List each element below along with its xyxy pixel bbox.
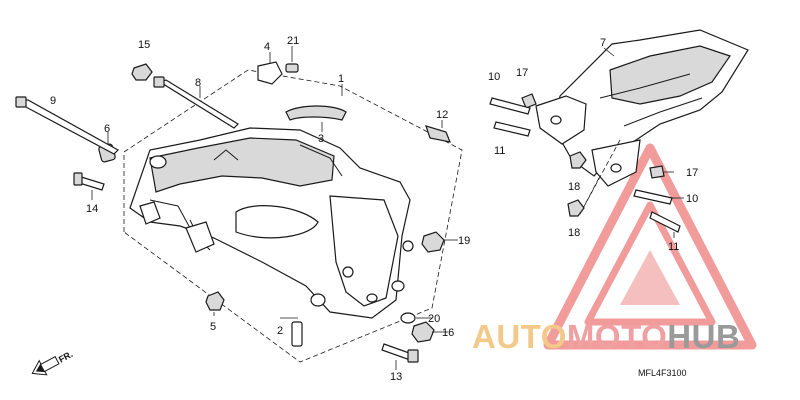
main-frame-boundary xyxy=(123,69,463,363)
callout-1: 1 xyxy=(338,73,344,85)
part-17a-cap xyxy=(521,93,537,109)
part-11a-bolt xyxy=(493,121,531,137)
front-label: FR. xyxy=(57,349,74,365)
callout-9: 9 xyxy=(50,95,56,107)
part-5-nut xyxy=(205,291,225,311)
watermark-triangle-core xyxy=(620,250,680,305)
callout-18a: 18 xyxy=(568,181,580,193)
callout-17a: 17 xyxy=(516,67,528,79)
callout-18b: 18 xyxy=(568,227,580,239)
callout-17b: 17 xyxy=(686,167,698,179)
callout-10a: 10 xyxy=(488,71,500,83)
leader-lines xyxy=(91,46,684,370)
part-20-washer xyxy=(400,312,416,324)
part-19-nut xyxy=(421,231,445,253)
callout-8: 8 xyxy=(195,77,201,89)
front-arrow-icon xyxy=(31,356,60,376)
callout-10b: 10 xyxy=(686,193,698,205)
watermark-triangle-outer xyxy=(543,143,757,350)
part-10a-bolt xyxy=(489,97,531,115)
part-10b-bolt xyxy=(633,189,673,205)
callout-5: 5 xyxy=(210,321,216,333)
drawing-code: MFL4F3100 xyxy=(638,368,687,378)
part-4-bracket xyxy=(257,61,283,85)
callout-6: 6 xyxy=(104,123,110,135)
watermark-wordmark: AUTOMOTOHUB xyxy=(472,318,740,355)
callout-12: 12 xyxy=(436,109,448,121)
part-11b-bolt xyxy=(649,211,681,233)
part-9-bolt-head xyxy=(15,96,27,108)
part-12-bolt xyxy=(425,125,451,143)
callout-labels: 1 2 3 4 5 6 7 8 9 10 10 11 11 12 13 14 1… xyxy=(50,35,698,383)
callout-19: 19 xyxy=(458,235,470,247)
callout-3: 3 xyxy=(318,133,324,145)
part-21-bolt xyxy=(285,63,299,73)
callout-20: 20 xyxy=(428,313,440,325)
watermark-text-hub: HUB xyxy=(667,318,740,355)
part-16-nut xyxy=(411,321,435,343)
part-14-bolt-head xyxy=(73,172,83,186)
callout-11a: 11 xyxy=(494,145,505,157)
callout-2: 2 xyxy=(277,325,283,337)
callout-13: 13 xyxy=(390,371,402,383)
watermark-triangle-inner xyxy=(584,201,716,326)
part-3-plate xyxy=(285,105,347,121)
callout-16: 16 xyxy=(442,327,454,339)
svg-text:AUTOMOTOHUB: AUTOMOTOHUB xyxy=(472,318,740,355)
callout-15: 15 xyxy=(138,39,150,51)
watermark-text-moto: MOTO xyxy=(567,318,667,355)
callout-21: 21 xyxy=(287,35,299,47)
part-17b-cap xyxy=(649,165,665,179)
part-8-bolt-head xyxy=(153,76,165,88)
main-frame xyxy=(129,127,414,319)
callout-4: 4 xyxy=(264,41,270,53)
callout-7: 7 xyxy=(600,37,606,49)
callout-11b: 11 xyxy=(668,241,679,253)
part-15-nut xyxy=(131,63,153,81)
part-18a-nut xyxy=(569,151,587,169)
front-direction-marker: FR. xyxy=(31,349,74,376)
part-13-bolt-head xyxy=(407,349,419,363)
callout-14: 14 xyxy=(86,203,98,215)
part-18b-nut xyxy=(567,199,585,217)
part-2-pin xyxy=(291,321,303,347)
watermark-logo xyxy=(543,143,757,350)
watermark-text-auto: AUTO xyxy=(472,318,567,355)
